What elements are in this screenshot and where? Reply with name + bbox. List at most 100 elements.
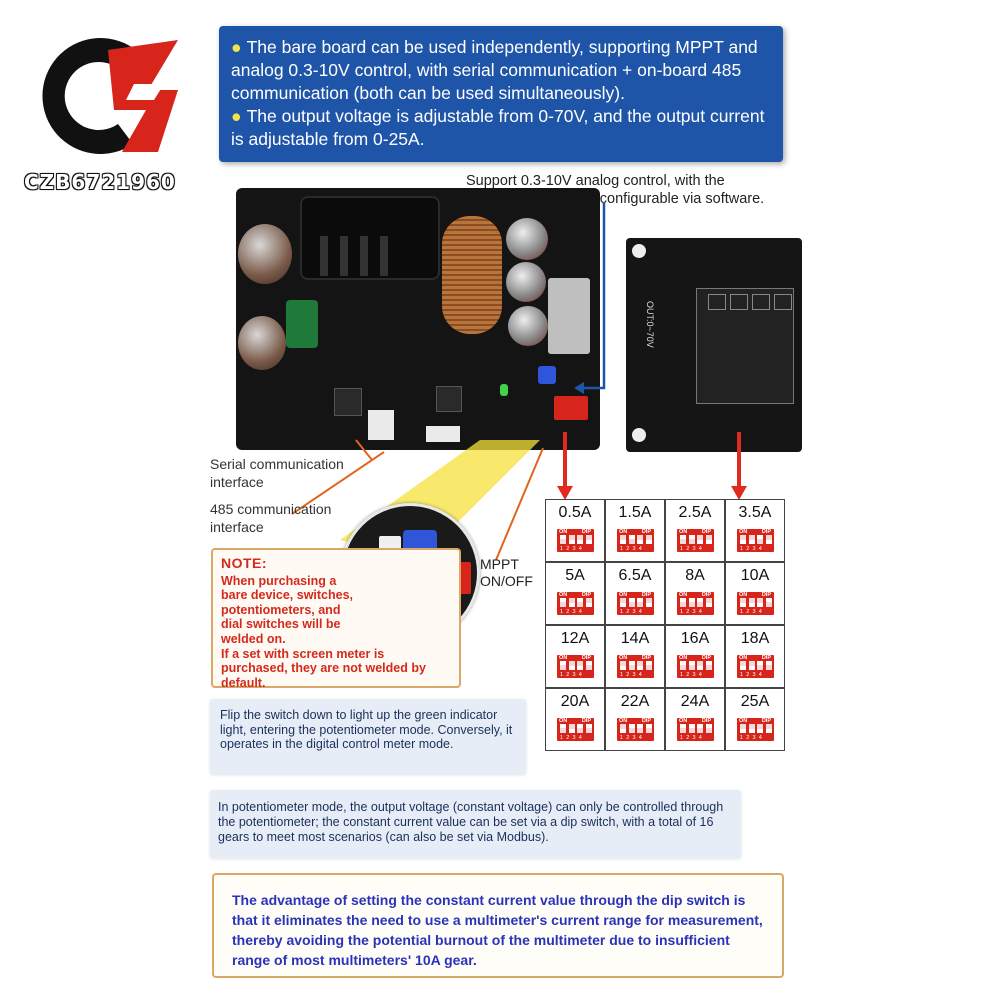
dip-on-label: ON bbox=[559, 529, 568, 535]
bullet-dot-icon: ● bbox=[231, 106, 242, 126]
capacitor bbox=[506, 218, 548, 260]
dip-switch-lever bbox=[577, 724, 583, 733]
dip-switch-numbers: 1234 bbox=[680, 672, 706, 678]
dip-current-value: 20A bbox=[560, 693, 590, 710]
dip-dip-label: DIP bbox=[581, 529, 591, 535]
dip-current-value: 22A bbox=[620, 693, 650, 710]
dip-switch-lever bbox=[705, 661, 712, 670]
dip-switch-lever bbox=[568, 535, 575, 544]
dip-switch-lever bbox=[568, 598, 575, 607]
capacitor bbox=[508, 306, 548, 346]
dip-on-label: ON bbox=[739, 655, 748, 661]
dip-dip-label: DIP bbox=[581, 655, 591, 661]
dip-on-label: ON bbox=[559, 718, 568, 724]
potentiometer-mode-info: In potentiometer mode, the output voltag… bbox=[210, 790, 741, 858]
dip-switch-lever bbox=[585, 535, 592, 544]
dip-switch-lever bbox=[680, 724, 686, 733]
blue-potentiometer bbox=[538, 366, 556, 384]
dip-switch-lever bbox=[705, 535, 712, 544]
dip-current-value: 8A bbox=[685, 567, 705, 584]
dip-current-value: 25A bbox=[740, 693, 770, 710]
dip-switch-lever bbox=[757, 598, 763, 607]
dip-switch bbox=[554, 396, 588, 420]
dip-switch-lever bbox=[705, 598, 712, 607]
dip-switch-numbers: 1234 bbox=[740, 672, 766, 678]
dip-on-label: ON bbox=[679, 529, 688, 535]
dip-current-value: 2.5A bbox=[678, 504, 712, 521]
dip-switch-lever bbox=[560, 661, 566, 670]
dip-on-label: ON bbox=[739, 592, 748, 598]
dip-switch-numbers: 1234 bbox=[680, 735, 706, 741]
note-title: NOTE: bbox=[221, 555, 268, 571]
dip-switch-lever bbox=[620, 598, 626, 607]
dip-switch-lever bbox=[688, 724, 695, 733]
dip-switch-lever bbox=[748, 724, 755, 733]
dip-switch-lever bbox=[577, 535, 583, 544]
dip-dip-label: DIP bbox=[641, 529, 651, 535]
dip-current-value: 3.5A bbox=[738, 504, 772, 521]
pcb-board-photo bbox=[236, 188, 600, 450]
dip-switch-icon: ON DIP 1234 bbox=[557, 529, 594, 552]
board-output-label: OUT:0~70V bbox=[645, 301, 655, 348]
dip-on-label: ON bbox=[739, 529, 748, 535]
feature-banner: ●The bare board can be used independentl… bbox=[219, 26, 783, 162]
dip-switch-lever bbox=[757, 661, 763, 670]
dip-switch-numbers: 1234 bbox=[560, 735, 586, 741]
dip-on-label: ON bbox=[619, 655, 628, 661]
dip-switch-lever bbox=[697, 724, 703, 733]
chip bbox=[334, 388, 362, 416]
dip-dip-label: DIP bbox=[581, 592, 591, 598]
dip-switch-lever bbox=[645, 724, 652, 733]
dip-switch-lever bbox=[765, 661, 772, 670]
chip bbox=[436, 386, 462, 412]
dip-switch-lever bbox=[628, 598, 635, 607]
dip-switch-lever bbox=[688, 535, 695, 544]
dip-switch-lever bbox=[757, 724, 763, 733]
dip-switch-numbers: 1234 bbox=[620, 735, 646, 741]
dip-current-value: 12A bbox=[560, 630, 590, 647]
dip-dip-label: DIP bbox=[761, 718, 771, 724]
dip-switch-lever bbox=[740, 598, 746, 607]
dip-switch-lever bbox=[688, 661, 695, 670]
dip-switch-lever bbox=[637, 724, 643, 733]
dip-switch-lever bbox=[577, 598, 583, 607]
green-led bbox=[500, 384, 508, 396]
dip-dip-label: DIP bbox=[701, 592, 711, 598]
dip-switch-numbers: 1234 bbox=[560, 609, 586, 615]
dip-on-label: ON bbox=[739, 718, 748, 724]
dip-switch-lever bbox=[560, 724, 566, 733]
dip-switch-lever bbox=[637, 598, 643, 607]
dip-switch-numbers: 1234 bbox=[680, 546, 706, 552]
dip-current-value: 16A bbox=[680, 630, 710, 647]
red-arrow-head-right bbox=[731, 486, 747, 500]
dip-switch-lever bbox=[577, 661, 583, 670]
dip-switch-numbers: 1234 bbox=[560, 546, 586, 552]
dip-current-value: 0.5A bbox=[558, 504, 592, 521]
dip-switch-lever bbox=[697, 661, 703, 670]
dip-switch-numbers: 1234 bbox=[740, 546, 766, 552]
bullet-dot-icon: ● bbox=[231, 37, 242, 57]
dip-switch-lever bbox=[560, 598, 566, 607]
feature-bullet-2: ●The output voltage is adjustable from 0… bbox=[231, 106, 765, 149]
dip-switch-numbers: 1234 bbox=[620, 609, 646, 615]
brand-name: CZB6721960 bbox=[24, 170, 176, 194]
brand-logo bbox=[42, 37, 178, 155]
dip-switch-lever bbox=[628, 535, 635, 544]
dip-switch-lever bbox=[740, 661, 746, 670]
dip-on-label: ON bbox=[679, 655, 688, 661]
dip-current-value: 10A bbox=[740, 567, 770, 584]
